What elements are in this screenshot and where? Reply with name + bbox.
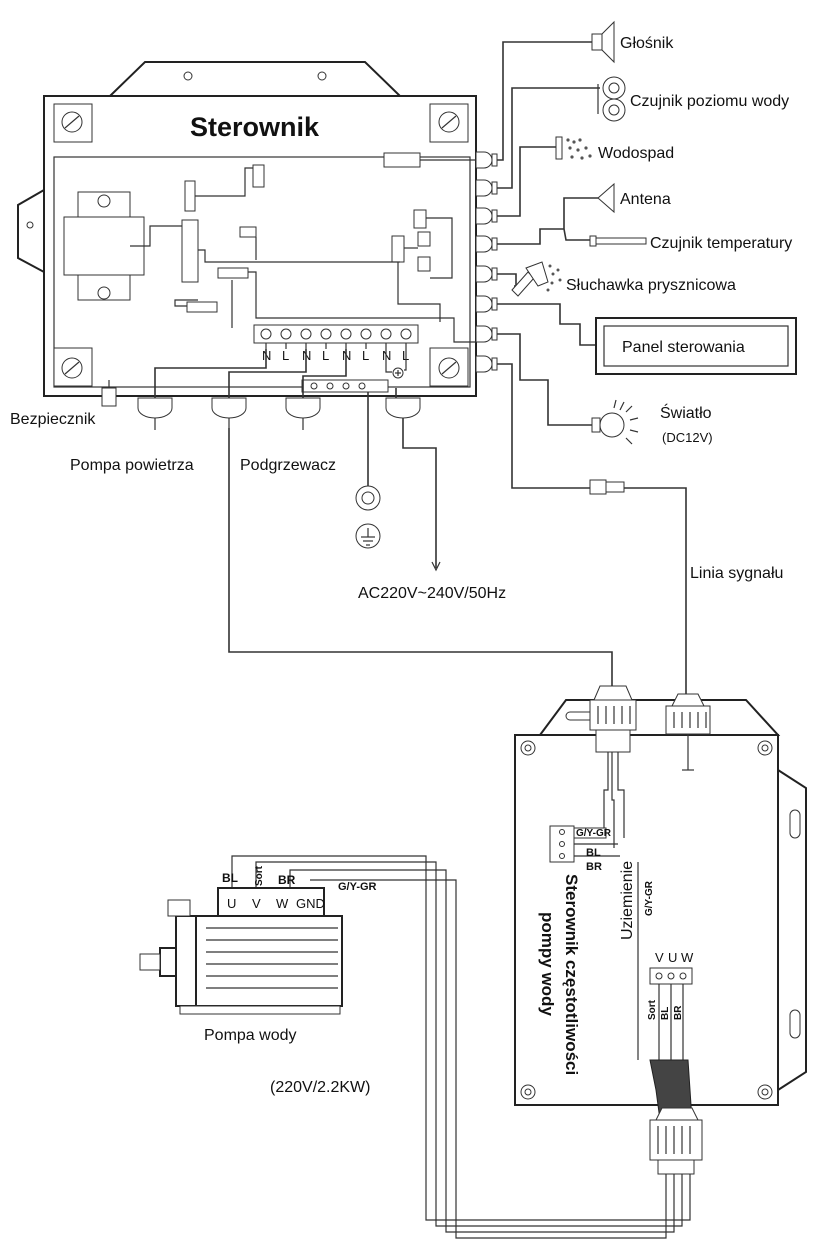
- pump-label: Pompa wody: [204, 1027, 297, 1044]
- controller-title: Sterownik: [190, 112, 320, 142]
- terminal-label: L: [362, 348, 369, 363]
- water-level-sensor-label: Czujnik poziomu wody: [630, 93, 789, 110]
- waterfall-icon: [555, 136, 592, 160]
- temperature-sensor-label: Czujnik temperatury: [650, 235, 792, 252]
- pump-rating-label: (220V/2.2KW): [270, 1079, 370, 1096]
- output-terminal-label: U: [668, 950, 677, 965]
- input-terminal-block: [549, 825, 607, 863]
- air-pump-connector: [137, 397, 173, 430]
- pump-wire-label: Sort: [254, 865, 265, 886]
- inverter-title-line1: Sterownik częstotliwości: [562, 874, 581, 1075]
- control-panel-box: [595, 317, 797, 375]
- antenna-label: Antena: [620, 191, 671, 208]
- waterfall-label: Wodospad: [598, 145, 674, 162]
- heater-connector: [285, 397, 321, 430]
- fuse-label: Bezpiecznik: [10, 411, 96, 428]
- output-wire-label: Sort: [647, 999, 658, 1020]
- output-wire-label: BR: [673, 1005, 684, 1020]
- side-connectors: [475, 151, 498, 373]
- terminal-label: N: [382, 348, 391, 363]
- cable-gland-icon: [665, 693, 711, 771]
- terminal-label: L: [282, 348, 289, 363]
- inverter-title-line2: pompy wody: [538, 912, 557, 1016]
- speaker-label: Głośnik: [620, 35, 674, 52]
- controller-box: Sterownik: [17, 61, 477, 397]
- output-wire-label: BL: [660, 1007, 671, 1020]
- ground-wire-label: G/Y-GR: [644, 880, 655, 916]
- shower-head-icon: [511, 261, 562, 297]
- air-pump-label: Pompa powietrza: [70, 457, 194, 474]
- input-wire-label: BR: [586, 861, 602, 873]
- control-panel-label: Panel sterowania: [622, 339, 745, 356]
- mains-label: AC220V~240V/50Hz: [358, 585, 506, 602]
- shower-head-label: Słuchawka prysznicowa: [566, 277, 736, 294]
- water-level-sensor-icon: [597, 76, 626, 122]
- terminal-label: L: [322, 348, 329, 363]
- pump-connector: [211, 397, 247, 428]
- input-wire-label: G/Y-GR: [576, 828, 612, 839]
- output-terminal-label: V: [655, 950, 664, 965]
- light-voltage-label: (DC12V): [662, 430, 713, 445]
- inverter-box: [514, 699, 807, 1106]
- mains-connector: [385, 397, 421, 419]
- cable-gland-icon: [589, 685, 637, 753]
- antenna-icon: [597, 182, 615, 214]
- fuse-icon: [101, 380, 117, 407]
- speaker-icon: [591, 20, 615, 64]
- ground-symbol-icon: [355, 523, 381, 549]
- pump-terminal-label: V: [252, 896, 261, 911]
- light-label: Światło: [660, 403, 712, 422]
- pump-terminal-label: W: [276, 896, 289, 911]
- signal-connector-icon: [589, 479, 625, 495]
- cable-gland-icon: [649, 1107, 703, 1175]
- pump-wire-label: BL: [222, 871, 238, 885]
- corner-screw-icon: [53, 103, 469, 387]
- signal-line-label: Linia sygnału: [690, 565, 783, 582]
- output-terminal-label: W: [681, 950, 694, 965]
- light-bulb-icon: [591, 399, 639, 445]
- heater-label: Podgrzewacz: [240, 457, 336, 474]
- input-wire-label: BL: [586, 847, 601, 859]
- pump-terminal-label: U: [227, 896, 236, 911]
- pump-wire-label: BR: [278, 873, 296, 887]
- pump-terminal-label: GND: [296, 896, 325, 911]
- ground-bus: [301, 367, 404, 393]
- ground-label: Uziemienie: [619, 861, 636, 940]
- water-pump: [139, 887, 343, 1015]
- ground-ring-icon: [355, 485, 381, 511]
- output-terminal-block: [649, 967, 693, 985]
- temperature-sensor-icon: [589, 235, 647, 247]
- pump-wire-label: G/Y-GR: [338, 881, 377, 893]
